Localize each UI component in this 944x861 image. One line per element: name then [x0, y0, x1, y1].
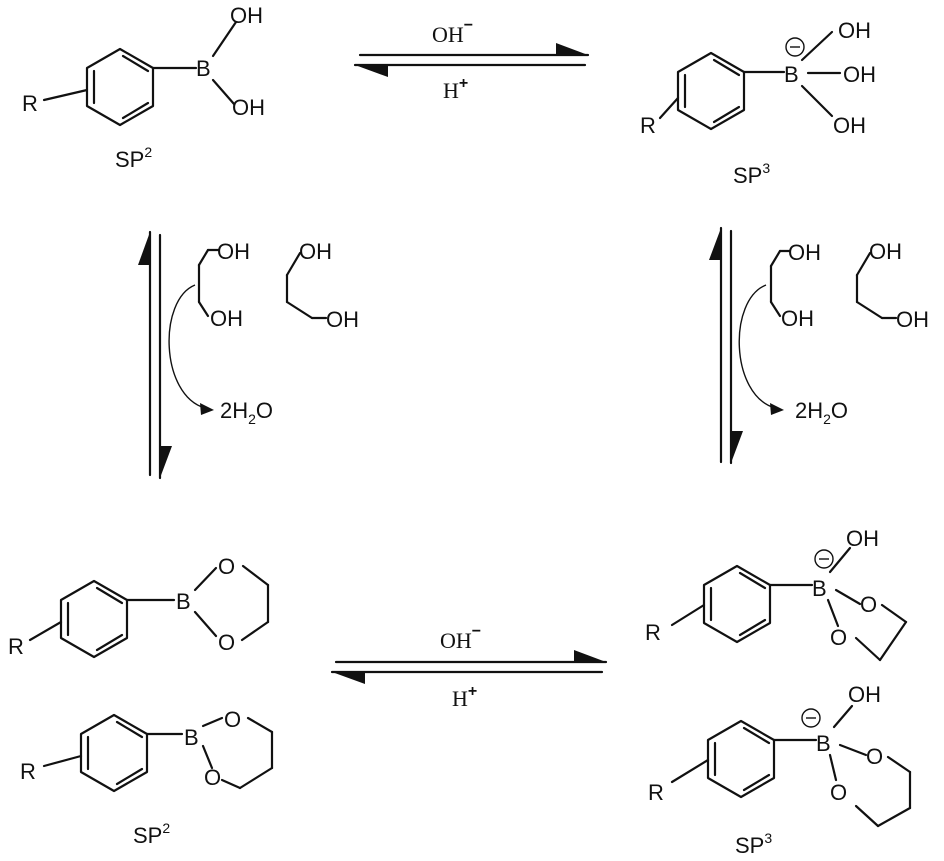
oxygen-atom: O	[830, 780, 847, 805]
hydroxyl-label: OH	[848, 682, 881, 707]
hydroxyl-label: OH	[843, 62, 876, 87]
oxygen-atom: O	[866, 744, 883, 769]
r-substituent-label: R	[8, 634, 24, 659]
negative-charge-icon	[785, 37, 805, 57]
dioxaborinanate-anion-sp3: B OH O O R	[648, 682, 912, 828]
boron-atom: B	[816, 731, 831, 756]
curved-arrow-icon	[738, 284, 776, 409]
boron-atom: B	[784, 62, 799, 87]
curved-arrow-icon	[168, 284, 206, 409]
acid-condition-label: H+	[443, 75, 468, 103]
hydroxyl-label: OH	[232, 95, 265, 120]
r-substituent-label: R	[640, 113, 656, 138]
hybridization-label: SP3	[735, 830, 772, 858]
phenylboronic-acid-sp2: B OH OH R	[22, 3, 265, 127]
r-substituent-label: R	[22, 91, 38, 116]
hydroxyl-label: OH	[896, 307, 929, 332]
acid-condition-label: H+	[452, 683, 477, 711]
oxygen-atom: O	[218, 630, 235, 655]
oxygen-atom: O	[218, 554, 235, 579]
equilibrium-arrow-bottom	[330, 650, 608, 684]
hydroxyl-label: OH	[833, 113, 866, 138]
equilibrium-arrow-right	[709, 226, 743, 465]
hydroxyl-label: OH	[838, 18, 871, 43]
hydroxyl-label: OH	[846, 526, 879, 551]
equilibrium-arrow-top	[353, 43, 590, 77]
base-condition-label: OH−	[432, 17, 473, 47]
dioxaborinane-ester-sp2: B O O R	[20, 707, 274, 793]
oxygen-atom: O	[224, 707, 241, 732]
r-substituent-label: R	[648, 780, 664, 805]
dioxaborolane-ester-sp2: B O O R	[8, 554, 270, 659]
dioxaborolanate-anion-sp3: B OH O O R	[645, 526, 908, 662]
negative-charge-icon	[801, 708, 821, 728]
base-condition-label: OH−	[440, 623, 481, 653]
oxygen-atom: O	[830, 625, 847, 650]
hydroxyl-label: OH	[326, 307, 359, 332]
hydroxyl-label: OH	[788, 240, 821, 265]
water-byproduct-label: 2H2O	[795, 398, 848, 427]
boron-atom: B	[812, 576, 827, 601]
hydroxyl-label: OH	[299, 239, 332, 264]
equilibrium-arrow-left	[138, 230, 172, 480]
negative-charge-icon	[814, 549, 834, 569]
hydroxyl-label: OH	[230, 3, 263, 28]
hydroxyl-label: OH	[869, 239, 902, 264]
r-substituent-label: R	[645, 620, 661, 645]
oxygen-atom: O	[860, 592, 877, 617]
boron-atom: B	[184, 725, 199, 750]
hybridization-label: SP3	[733, 160, 770, 188]
r-substituent-label: R	[20, 759, 36, 784]
oxygen-atom: O	[204, 765, 221, 790]
water-byproduct-label: 2H2O	[220, 398, 273, 427]
hydroxyl-label: OH	[210, 306, 243, 331]
hybridization-label: SP2	[115, 144, 152, 172]
diol-reagents-left: OH OH OH OH	[197, 239, 359, 332]
hydroxyl-label: OH	[781, 306, 814, 331]
boron-atom: B	[176, 589, 191, 614]
hydroxyl-label: OH	[217, 239, 250, 264]
hybridization-label: SP2	[133, 820, 170, 848]
boron-atom: B	[196, 56, 211, 81]
diol-reagents-right: OH OH OH OH	[769, 239, 929, 332]
phenylboronate-anion-sp3: B OH OH OH R	[640, 18, 876, 138]
